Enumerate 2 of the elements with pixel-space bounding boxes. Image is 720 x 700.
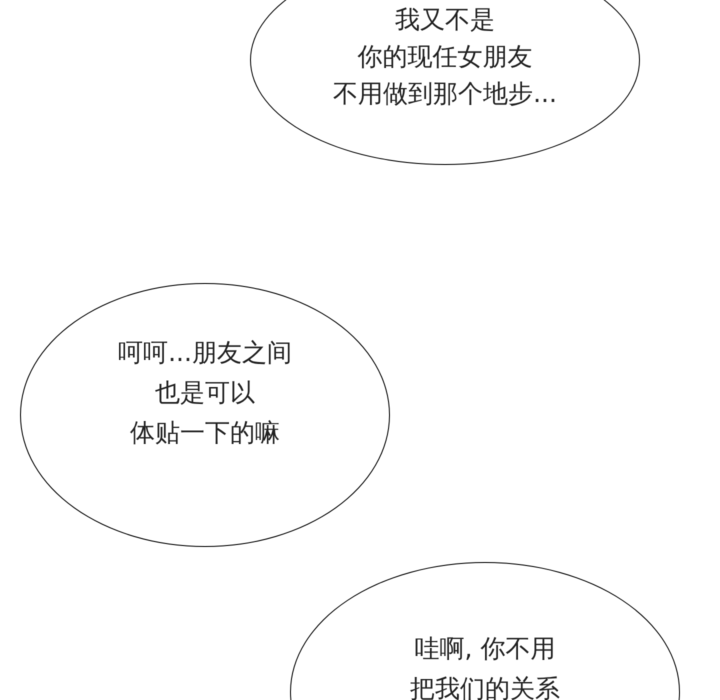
bubble-text: 我又不是你的现任女朋友不用做到那个地步... — [332, 4, 558, 110]
bubble-text: 呵呵...朋友之间也是可以体贴一下的嘛 — [117, 337, 293, 449]
